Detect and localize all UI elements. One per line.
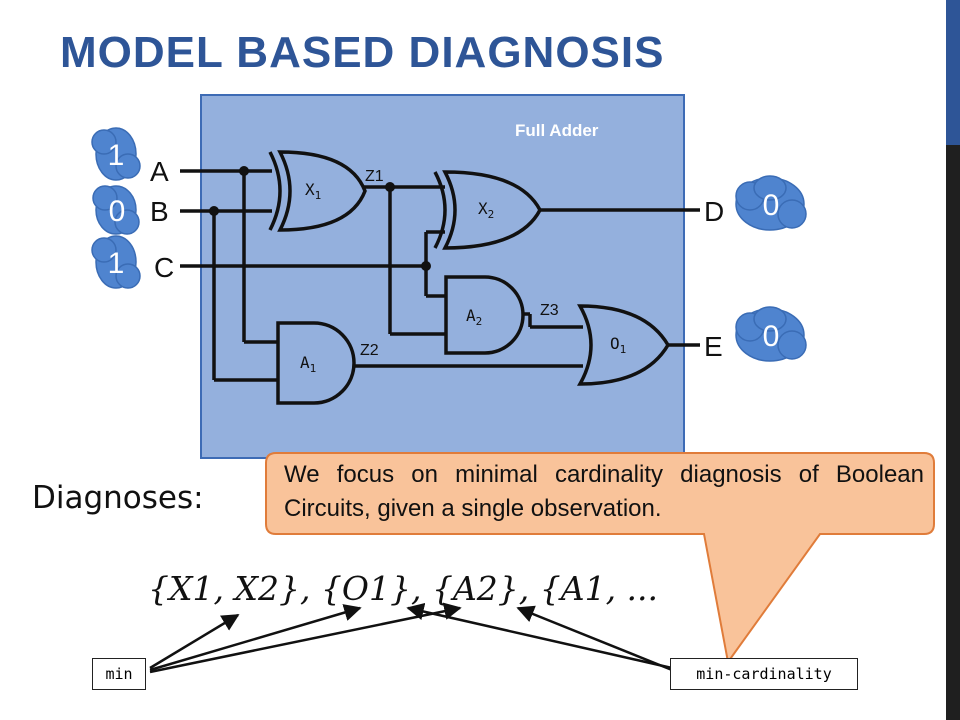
gate-x1: X1	[268, 150, 367, 232]
full-adder-panel	[200, 94, 685, 459]
gate-a2: A2	[444, 275, 525, 355]
arrows	[149, 602, 673, 674]
sidebar-dark-bar	[946, 0, 960, 720]
input-cloud-b: 0	[92, 185, 140, 235]
input-label-c: C	[154, 252, 174, 283]
output-value-d: 0	[763, 189, 780, 222]
callout-text: We focus on minimal cardinality diagnosi…	[284, 461, 924, 522]
input-value-b: 0	[109, 195, 126, 228]
output-label-e: E	[704, 331, 723, 362]
input-label-b: B	[150, 196, 169, 227]
slide-title: MODEL BASED DIAGNOSIS	[60, 28, 665, 77]
input-value-a: 1	[108, 139, 125, 172]
full-adder-label: Full Adder	[515, 121, 599, 140]
output-cloud-e: 0	[735, 306, 807, 362]
wire-label-z1: Z1	[365, 168, 384, 185]
gate-x2: X2	[433, 170, 542, 250]
min-cardinality-tag: min-cardinality	[670, 658, 858, 690]
min-tag: min	[92, 658, 146, 690]
input-cloud-c: 1	[91, 235, 141, 289]
wire-label-z3: Z3	[540, 302, 559, 319]
input-value-c: 1	[108, 247, 125, 280]
gate-o1: O1	[577, 304, 671, 386]
output-value-e: 0	[763, 320, 780, 353]
input-label-a: A	[150, 156, 169, 187]
gate-a1: A1	[276, 321, 356, 405]
output-label-d: D	[704, 196, 724, 227]
sidebar-accent-bar	[946, 0, 960, 145]
wire-label-z2: Z2	[360, 342, 379, 359]
wire-junctions	[209, 166, 431, 271]
output-cloud-d: 0	[735, 175, 807, 231]
input-cloud-a: 1	[91, 127, 141, 181]
callout-bubble	[265, 452, 935, 665]
diagnoses-label: Diagnoses:	[32, 480, 204, 516]
diagnoses-formula: {X1, X2}, {O1}, {A2}, {A1, ...	[148, 569, 658, 608]
